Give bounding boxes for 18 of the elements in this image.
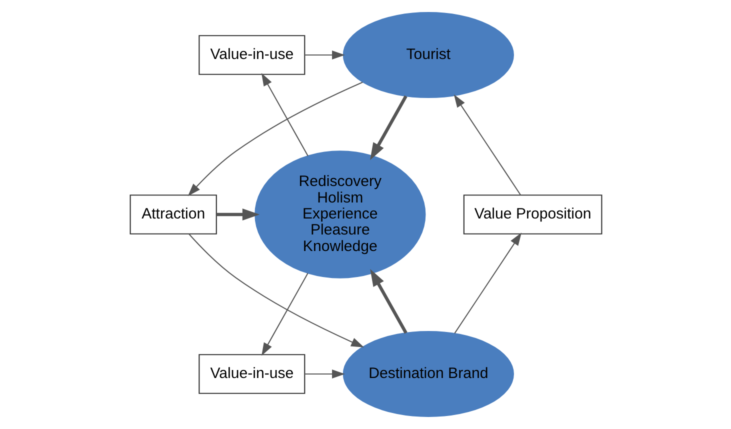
arrow <box>370 95 407 160</box>
arrow <box>260 73 308 156</box>
arrow <box>304 369 344 379</box>
node-ellipse: Destination Brand <box>342 330 514 418</box>
node-box: Attraction <box>129 194 216 234</box>
node-ellipse: Tourist <box>342 12 514 98</box>
arrow <box>188 234 364 348</box>
arrow <box>304 50 344 60</box>
node-ellipse: Rediscovery Holism Experience Pleasure Knowledge <box>254 150 426 278</box>
arrow <box>216 208 260 221</box>
arrow <box>370 269 407 334</box>
arrow <box>454 232 522 334</box>
arrow <box>453 94 521 196</box>
arrow <box>261 273 308 356</box>
arrow <box>187 82 362 196</box>
node-box: Value-in-use <box>198 354 305 394</box>
node-box: Value Proposition <box>462 194 602 234</box>
node-box: Value-in-use <box>198 35 305 75</box>
